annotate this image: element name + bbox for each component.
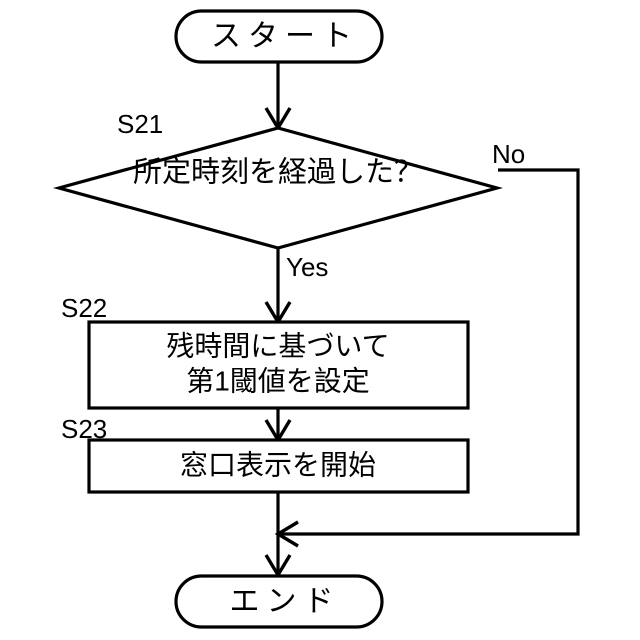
process-s22-line1: 残時間に基づいて <box>166 330 389 361</box>
step-label-s23: S23 <box>61 414 107 444</box>
node-start[interactable]: スタート <box>174 9 384 64</box>
connector-s22-to-s23 <box>264 408 292 444</box>
node-end[interactable]: エンド <box>174 574 384 629</box>
branch-label-yes: Yes <box>286 252 328 282</box>
decision-s21-label: 所定時刻を経過した？ <box>133 156 423 189</box>
step-label-s22: S22 <box>61 293 107 323</box>
process-s22-shape[interactable] <box>87 320 470 410</box>
start-terminal-shape[interactable] <box>174 9 384 64</box>
node-decision-s21[interactable]: 所定時刻を経過した？ <box>52 126 504 250</box>
end-terminal-label: エンド <box>230 585 341 618</box>
branch-label-no: No <box>492 139 525 169</box>
connector-s21-no-to-end <box>274 168 580 548</box>
node-process-s22[interactable]: 残時間に基づいて 第1閾値を設定 <box>87 320 470 410</box>
start-terminal-label: スタート <box>211 20 359 53</box>
process-s22-line2: 第1閾値を設定 <box>186 365 370 396</box>
step-label-s21: S21 <box>117 109 163 139</box>
decision-diamond-shape[interactable] <box>52 126 504 250</box>
end-terminal-shape[interactable] <box>174 574 384 629</box>
node-process-s23[interactable]: 窓口表示を開始 <box>87 438 470 494</box>
process-s23-line1: 窓口表示を開始 <box>180 449 376 480</box>
connector-start-to-s21 <box>264 62 292 132</box>
process-s23-shape[interactable] <box>87 438 470 494</box>
